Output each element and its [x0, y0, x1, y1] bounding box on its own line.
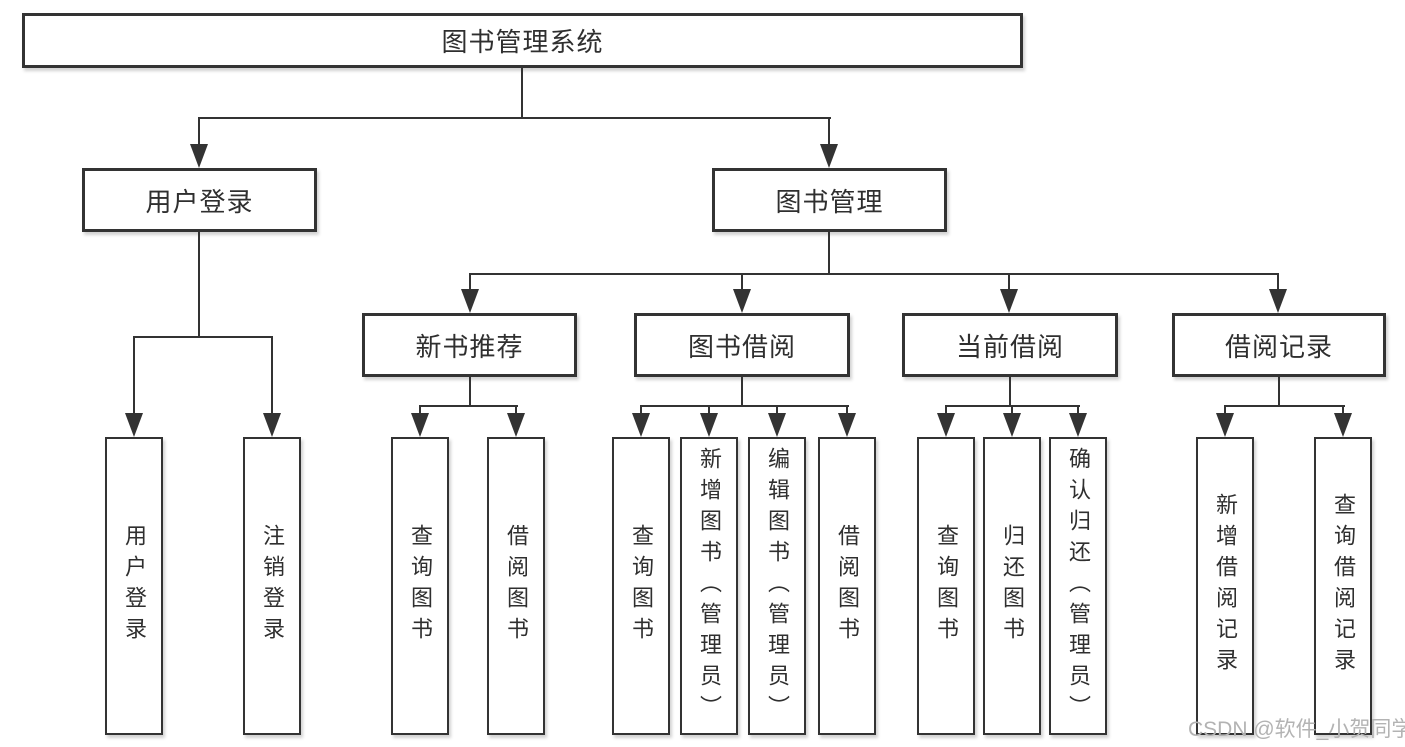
- connector-line: [198, 117, 831, 119]
- connector-line: [1008, 273, 1010, 291]
- node-root-system: 图书管理系统: [22, 13, 1023, 68]
- arrow-down-icon: [125, 413, 143, 437]
- arrow-down-icon: [461, 289, 479, 313]
- connector-line: [828, 117, 830, 146]
- connector-line: [1077, 405, 1079, 415]
- connector-line: [945, 405, 947, 415]
- connector-line: [469, 377, 471, 406]
- connector-line: [469, 273, 1279, 275]
- connector-line: [198, 232, 200, 338]
- arrow-down-icon: [1000, 289, 1018, 313]
- connector-line: [1224, 405, 1345, 407]
- connector-line: [419, 405, 518, 407]
- connector-line: [515, 405, 517, 415]
- arrow-down-icon: [820, 144, 838, 168]
- node-leaf-query-books-recommend: 查询图书: [391, 437, 449, 735]
- connector-line: [1278, 377, 1280, 406]
- node-leaf-query-books-borrow: 查询图书: [612, 437, 670, 735]
- arrow-down-icon: [507, 413, 525, 437]
- connector-line: [133, 336, 273, 338]
- arrow-down-icon: [632, 413, 650, 437]
- node-book-borrow: 图书借阅: [634, 313, 850, 377]
- node-borrow-records: 借阅记录: [1172, 313, 1386, 377]
- node-leaf-borrow-books-recommend: 借阅图书: [487, 437, 545, 735]
- arrow-down-icon: [700, 413, 718, 437]
- node-leaf-user-login: 用户登录: [105, 437, 163, 735]
- connector-line: [640, 405, 642, 415]
- node-leaf-add-borrow-record: 新增借阅记录: [1196, 437, 1254, 735]
- arrow-down-icon: [768, 413, 786, 437]
- arrow-down-icon: [1216, 413, 1234, 437]
- node-leaf-return-books: 归还图书: [983, 437, 1041, 735]
- connector-line: [198, 117, 200, 146]
- connector-line: [828, 232, 830, 275]
- connector-line: [640, 405, 849, 407]
- connector-line: [741, 377, 743, 406]
- node-user-login: 用户登录: [82, 168, 317, 232]
- arrow-down-icon: [937, 413, 955, 437]
- connector-line: [271, 336, 273, 415]
- arrow-down-icon: [1334, 413, 1352, 437]
- connector-line: [1011, 405, 1013, 415]
- connector-line: [776, 405, 778, 415]
- arrow-down-icon: [733, 289, 751, 313]
- node-leaf-query-books-current: 查询图书: [917, 437, 975, 735]
- node-leaf-borrow-books: 借阅图书: [818, 437, 876, 735]
- arrow-down-icon: [838, 413, 856, 437]
- arrow-down-icon: [263, 413, 281, 437]
- node-current-borrow: 当前借阅: [902, 313, 1118, 377]
- node-leaf-confirm-return-admin: 确认归还（管理员）: [1049, 437, 1107, 735]
- connector-line: [469, 273, 471, 291]
- arrow-down-icon: [1003, 413, 1021, 437]
- arrow-down-icon: [1069, 413, 1087, 437]
- connector-line: [741, 273, 743, 291]
- connector-line: [419, 405, 421, 415]
- node-leaf-edit-books-admin: 编辑图书（管理员）: [748, 437, 806, 735]
- connector-line: [1277, 273, 1279, 291]
- connector-line: [133, 336, 135, 415]
- csdn-watermark: CSDN @软件_小贺同学: [1188, 718, 1405, 741]
- node-leaf-query-borrow-record: 查询借阅记录: [1314, 437, 1372, 735]
- node-book-management: 图书管理: [712, 168, 947, 232]
- arrow-down-icon: [411, 413, 429, 437]
- connector-line: [1009, 377, 1011, 406]
- connector-line: [708, 405, 710, 415]
- connector-line: [1224, 405, 1226, 415]
- node-new-book-recommend: 新书推荐: [362, 313, 577, 377]
- arrow-down-icon: [190, 144, 208, 168]
- connector-line: [521, 68, 523, 118]
- connector-line: [1342, 405, 1344, 415]
- arrow-down-icon: [1269, 289, 1287, 313]
- node-leaf-add-books-admin: 新增图书（管理员）: [680, 437, 738, 735]
- connector-line: [846, 405, 848, 415]
- node-leaf-logout: 注销登录: [243, 437, 301, 735]
